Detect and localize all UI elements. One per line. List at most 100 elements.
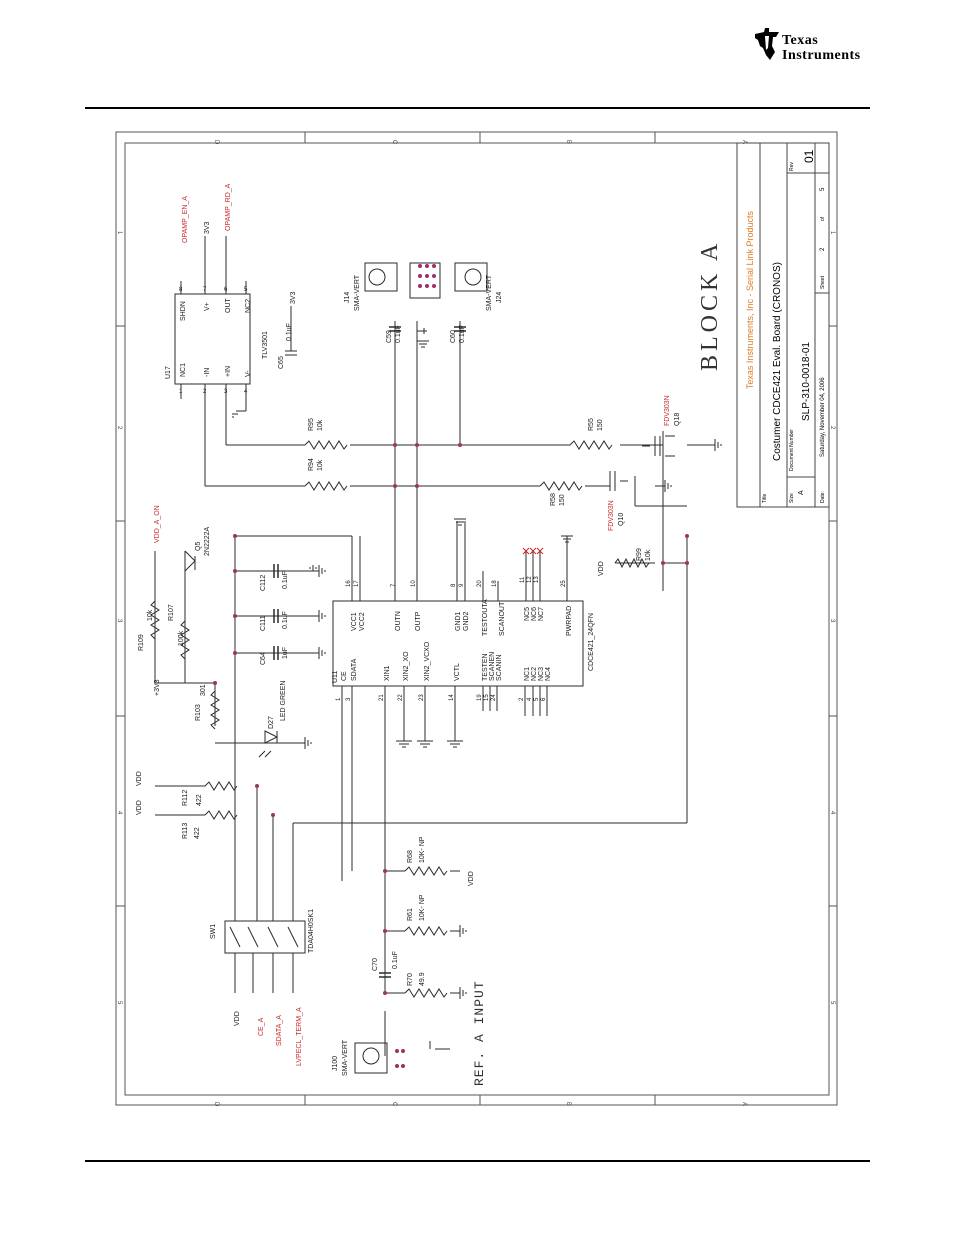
r68-ref: R68 [407, 850, 414, 863]
u11-pinnum: 2 [519, 697, 525, 701]
ground-symbols [232, 328, 722, 1050]
u17-ref: U17 [165, 366, 172, 379]
r112-ref: R112 [182, 790, 189, 806]
zone-number-left-2: 2 [116, 426, 122, 430]
r55-value: 150 [597, 419, 604, 431]
ground-icon [450, 925, 467, 937]
r112-value: 422 [196, 794, 203, 806]
led-d27 [258, 730, 279, 758]
q10-transistor-icon [609, 471, 628, 491]
logo-line-1: Texas [782, 33, 819, 48]
u11-pinnum: 13 [534, 576, 540, 583]
r61-value: 10K- NP [419, 894, 426, 921]
c60-ref: C60 [450, 330, 457, 343]
r61-ref: R61 [407, 908, 414, 921]
r95-ref: R95 [308, 418, 315, 431]
j14-type: SMA-VERT [354, 274, 361, 311]
zone-letter-top-4: A [741, 140, 747, 144]
zone-number-left-1: 1 [116, 231, 122, 235]
rev-value: 01 [802, 149, 816, 163]
u11-pinnum: 11 [520, 576, 526, 583]
capacitors [273, 326, 466, 978]
r109-ref: R109 [138, 634, 145, 651]
u11-pinnum: 7 [391, 583, 397, 587]
ground-icon [561, 535, 573, 543]
c59-value: 0.1uF [395, 325, 402, 343]
component-labels: U17 TLV3501 NC1 -IN +IN V- SHDN V+ OUT N… [138, 274, 681, 1076]
r113-value: 422 [194, 827, 201, 839]
power-labels: 3V3 3V3 +3V3 VDD VDD VDD VDD VDD [136, 221, 605, 1026]
u11-pin-scanout: SCANOUT [499, 601, 506, 636]
u11-pin-outp: OUTP [415, 611, 422, 631]
r58-ref: R58 [550, 493, 557, 506]
ground-icon [454, 518, 466, 526]
net-vdd-r99: VDD [598, 561, 605, 576]
q5-transistor-icon [184, 550, 196, 572]
ground-icon [313, 565, 326, 577]
r109-value: 10k [147, 609, 154, 621]
r107-ref: R107 [168, 604, 175, 621]
u11-pin-outn: OUTN [395, 611, 402, 631]
zone-number-right-4: 4 [829, 811, 835, 815]
u11-pinnum: 5 [534, 697, 540, 701]
zone-letter-bottom-4: A [741, 1102, 747, 1106]
r68-symbol [404, 866, 448, 876]
u11-pin-sdata: SDATA [351, 658, 358, 681]
ground-icon [417, 328, 427, 334]
u17-pin-plus-in: +IN [225, 366, 232, 377]
r94-symbol [304, 481, 348, 491]
zone-number-right-2: 2 [829, 426, 835, 430]
zone-ticks [116, 132, 837, 1105]
u17-pinnum-2: 2 [203, 389, 207, 395]
size-value: A [798, 490, 805, 495]
net-ce: CE_A [258, 1017, 265, 1036]
c112-ref: C112 [260, 575, 267, 591]
inner-frame [124, 142, 830, 1096]
u11-pinnum: 16 [346, 580, 352, 587]
sw1-switches [229, 926, 299, 948]
r58-symbol [539, 481, 583, 491]
title-label: Title [762, 494, 768, 503]
no-connect-marks [522, 547, 544, 555]
q18-ref: Q18 [674, 413, 681, 426]
c64-value: 1uF [282, 647, 289, 659]
r70-value: 49.9 [419, 972, 426, 986]
zone-number-left-5: 5 [116, 1001, 122, 1005]
u17-pinnum-6: 6 [224, 287, 228, 293]
j14-ref: J14 [344, 292, 351, 303]
c70-ref: C70 [372, 958, 379, 971]
net-3v3-c65: 3V3 [290, 291, 297, 304]
q18-part: FDV303N [664, 395, 671, 426]
r94-ref: R94 [308, 458, 315, 471]
u11-pin-nc7: NC7 [538, 607, 545, 621]
j100-jack-icon [362, 1047, 380, 1065]
zone-labels: D C B A D C B A 1 2 3 4 5 1 2 3 4 5 [116, 140, 835, 1107]
transistors [184, 435, 675, 572]
u11-pinnum: 18 [492, 580, 498, 587]
c112-value: 0.1uF [282, 571, 289, 589]
schematic-sheet: D C B A D C B A 1 2 3 4 5 1 2 3 4 5 Texa… [115, 131, 838, 1107]
u11-pinnum: 17 [354, 580, 360, 587]
sheet-label: Sheet [820, 275, 826, 289]
ground-icon [313, 610, 326, 622]
u11-pinnum: 25 [561, 580, 567, 587]
zone-number-right-5: 5 [829, 1001, 835, 1005]
r70-symbol [404, 988, 448, 998]
u17-pin-minus-in: -IN [204, 368, 211, 377]
u11-pinnum: 14 [449, 694, 455, 701]
ground-icon [417, 740, 433, 748]
date-label: Date: [820, 491, 826, 503]
sma-connectors [354, 262, 488, 1074]
j24-connector-icon [454, 262, 488, 292]
u11-pinnum: 8 [451, 583, 457, 587]
r95-symbol [304, 440, 348, 450]
r99-ref: R99 [636, 548, 643, 561]
net-vdd-r112: VDD [136, 771, 143, 786]
u17-pin-nc2: NC2 [245, 299, 252, 313]
q10-part: FDV303N [608, 500, 615, 531]
sw1-body [224, 920, 306, 954]
ground-icon [396, 740, 412, 748]
u11-pin-nc2: NC2 [531, 667, 538, 681]
u11-pin-xin1: XIN1 [384, 665, 391, 681]
u11-pin-testen: TESTEN [482, 653, 489, 681]
